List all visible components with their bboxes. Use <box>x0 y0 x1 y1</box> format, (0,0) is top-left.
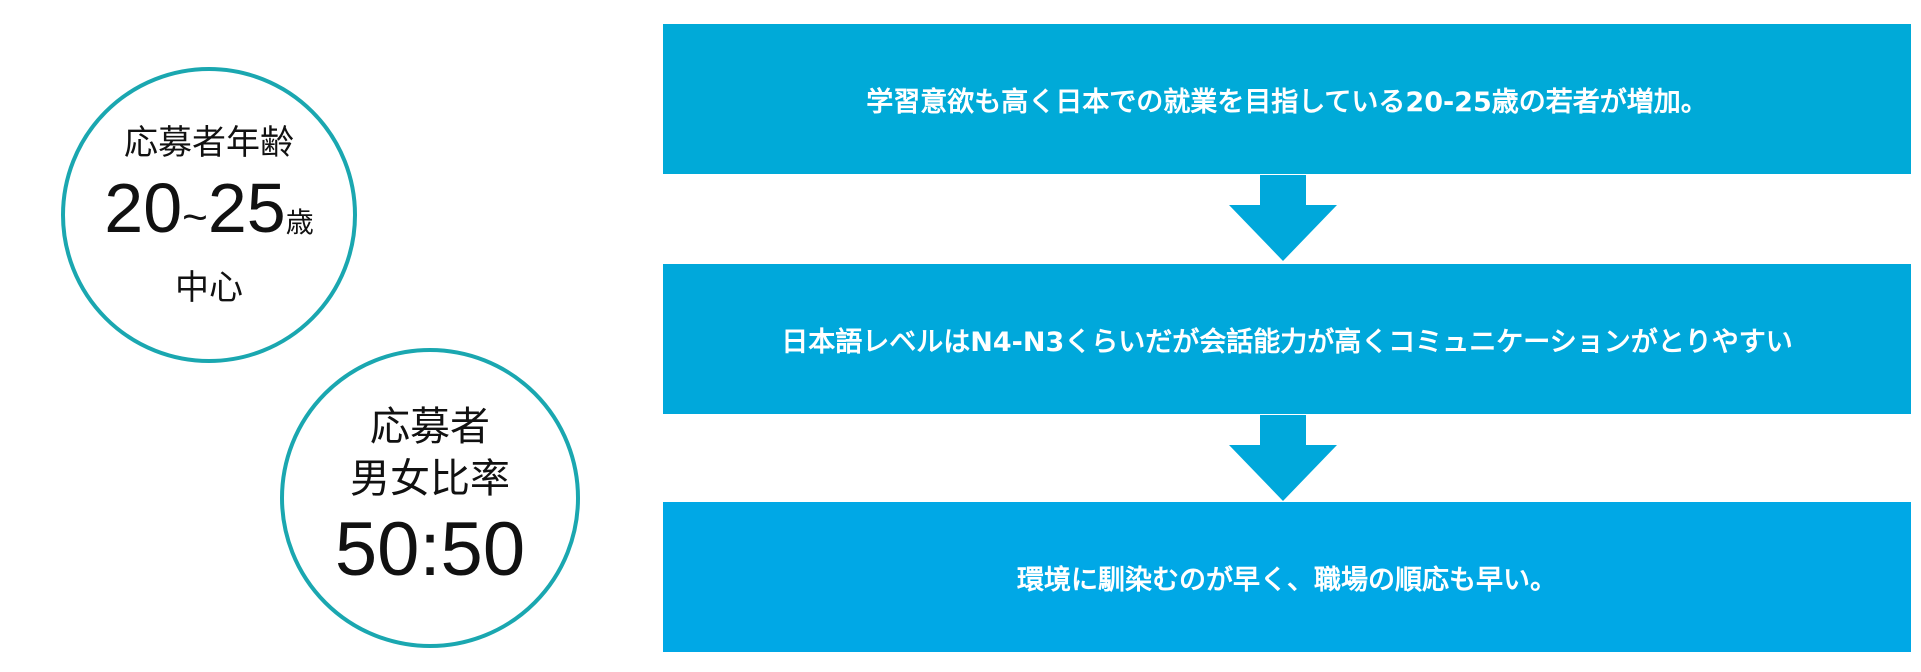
age-range-separator: ~ <box>182 192 208 242</box>
flow-step-2: 日本語レベルはN4-N3くらいだが会話能力が高くコミュニケーションがとりやすい <box>663 264 1911 414</box>
age-range: 20~25歳 <box>104 166 313 265</box>
age-label: 応募者年齢 <box>124 122 294 163</box>
gender-label-line2: 男女比率 <box>350 456 510 502</box>
age-unit: 歳 <box>285 205 314 239</box>
age-suffix: 中心 <box>175 267 243 308</box>
flow-step-3: 環境に馴染むのが早く、職場の順応も早い。 <box>663 502 1911 652</box>
age-range-start: 20 <box>104 168 183 247</box>
age-range-end: 25 <box>207 168 286 247</box>
age-circle: 応募者年齢 20~25歳 中心 <box>61 67 357 363</box>
flow-step-3-text: 環境に馴染むのが早く、職場の順応も早い。 <box>1017 564 1557 596</box>
flow-step-1: 学習意欲も高く日本での就業を目指している20-25歳の若者が増加。 <box>663 24 1911 174</box>
down-arrow-icon <box>1229 415 1337 501</box>
gender-label-line1: 応募者 <box>370 404 490 450</box>
flow-step-1-text: 学習意欲も高く日本での就業を目指している20-25歳の若者が増加。 <box>866 86 1708 118</box>
flow-step-2-text: 日本語レベルはN4-N3くらいだが会話能力が高くコミュニケーションがとりやすい <box>781 326 1793 358</box>
down-arrow-icon <box>1229 175 1337 261</box>
gender-ratio-value: 50:50 <box>334 507 526 592</box>
gender-ratio-circle: 応募者 男女比率 50:50 <box>280 348 580 648</box>
